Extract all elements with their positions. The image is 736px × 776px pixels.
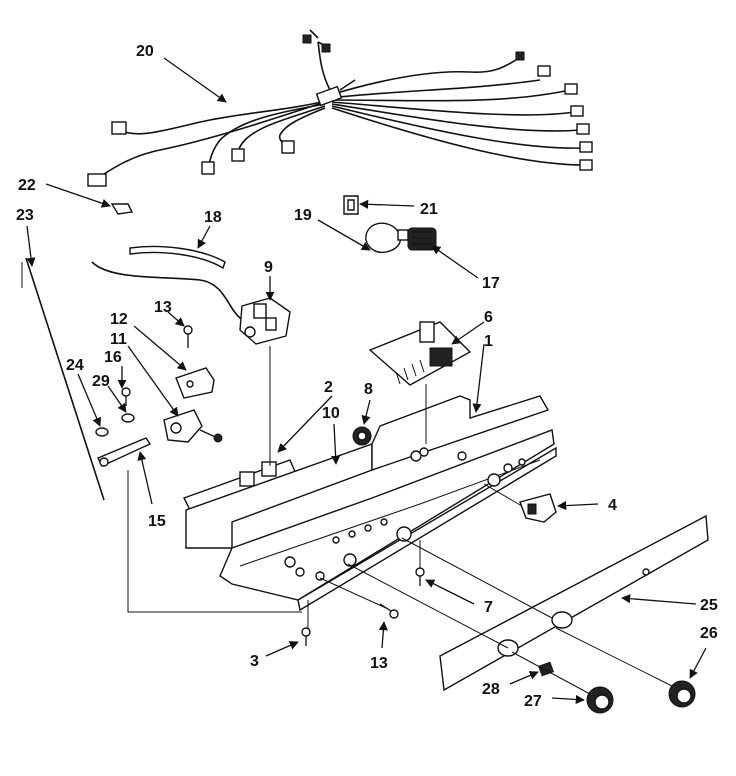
- control-panel-trim: [439, 514, 709, 692]
- callout-23: 23: [16, 207, 34, 224]
- screw-upper: [183, 325, 193, 348]
- callout-labels: 20 22 23 18 19 21 9 17 13 6 12 1 11 16 2…: [16, 43, 718, 710]
- callout-6: 6: [484, 309, 493, 326]
- callout-21: 21: [420, 201, 438, 218]
- callout-11: 11: [110, 331, 127, 348]
- callout-7: 7: [484, 599, 493, 616]
- knob-insert-28: [538, 661, 554, 677]
- callout-25: 25: [700, 597, 718, 614]
- callout-13-lower: 13: [370, 655, 388, 672]
- mounting-bracket: [175, 367, 215, 399]
- callout-22: 22: [18, 177, 36, 194]
- lever-arm: [97, 437, 152, 467]
- callout-4: 4: [608, 497, 617, 514]
- callout-26: 26: [700, 625, 718, 642]
- callout-20: 20: [136, 43, 154, 60]
- screw-3: [301, 627, 311, 646]
- harness-clip: [110, 203, 134, 215]
- control-switch: [163, 409, 223, 443]
- callout-12: 12: [110, 311, 128, 328]
- callout-13-upper: 13: [154, 299, 172, 316]
- callout-3: 3: [250, 653, 259, 670]
- callout-2: 2: [324, 379, 333, 396]
- callout-16: 16: [104, 349, 122, 366]
- cam-bracket: [519, 493, 557, 523]
- callout-8: 8: [364, 381, 373, 398]
- callout-10: 10: [322, 405, 340, 422]
- grommet-8: [352, 426, 372, 446]
- light-bulb: [365, 222, 409, 254]
- control-housing: [185, 395, 557, 612]
- thermostat: [91, 261, 291, 345]
- callout-15: 15: [148, 513, 166, 530]
- screw-small: [121, 387, 131, 406]
- sensor-tube: [129, 245, 226, 270]
- washer-24: [95, 427, 109, 437]
- washer-29: [121, 413, 135, 423]
- light-socket: [407, 227, 437, 251]
- screw-7: [415, 567, 425, 586]
- socket-clip: [343, 195, 359, 215]
- wiring-harness: [87, 29, 593, 187]
- callout-28: 28: [482, 681, 500, 698]
- callout-29: 29: [92, 373, 110, 390]
- knob-27: [586, 686, 614, 714]
- callout-1: 1: [484, 333, 493, 350]
- callout-18: 18: [204, 209, 222, 226]
- callout-24: 24: [66, 357, 84, 374]
- knob-26: [668, 680, 696, 708]
- assembly-guide-lines: [127, 346, 673, 695]
- callout-19: 19: [294, 207, 312, 224]
- leader-lines: [26, 57, 707, 705]
- callout-17: 17: [482, 275, 500, 292]
- control-rod: [21, 257, 105, 501]
- circuit-board: [368, 321, 472, 386]
- callout-9: 9: [264, 259, 273, 276]
- callout-27: 27: [524, 693, 542, 710]
